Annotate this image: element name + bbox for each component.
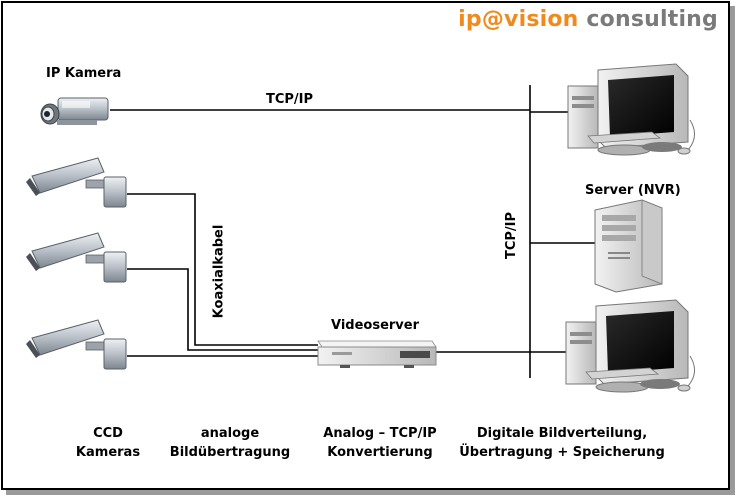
caption-conversion: Analog – TCP/IP Konvertierung [310,424,450,462]
caption-ccd-line-1: CCD [93,426,123,441]
caption-digital-line-2: Übertragung + Speicherung [459,445,665,460]
server-nvr-icon [594,199,663,293]
videoserver-label: Videoserver [331,318,420,333]
caption-analog-line-1: analoge [200,426,260,441]
logo-part-consulting: consulting [586,7,718,32]
server-nvr-label: Server (NVR) [585,183,681,198]
coax-cable-label: Koaxialkabel [211,224,227,319]
coax-cable-1 [127,193,318,346]
ip-camera-icon [40,97,109,125]
caption-ccd-cameras: CCD Kameras [58,424,158,462]
caption-convert-line-2: Konvertierung [327,445,433,460]
caption-digital-distribution: Digitale Bildverteilung, Übertragung + S… [452,424,672,462]
caption-analog-line-2: Bildübertragung [169,445,291,460]
ccd-camera-icon-3 [26,319,127,370]
logo-part-ip-vision: ip@vision [458,7,579,32]
workstation-pc-top-icon [567,63,695,156]
ccd-camera-icon-2 [26,232,127,283]
caption-analog-transmission: analoge Bildübertragung [160,424,300,462]
ccd-camera-icon-1 [26,157,127,208]
videoserver-device-icon [317,340,437,368]
coax-cable-2 [127,268,318,351]
caption-digital-line-1: Digitale Bildverteilung, [476,426,648,441]
company-logo: ip@vision consulting [458,7,718,32]
caption-convert-line-1: Analog – TCP/IP [323,426,437,441]
tcpip-vertical-label: TCP/IP [504,211,520,260]
caption-ccd-line-2: Kameras [75,445,141,460]
connection-lines [110,85,595,378]
workstation-pc-bottom-icon [565,299,695,393]
tcpip-horizontal-label: TCP/IP [266,92,314,107]
ip-camera-label: IP Kamera [46,66,122,81]
